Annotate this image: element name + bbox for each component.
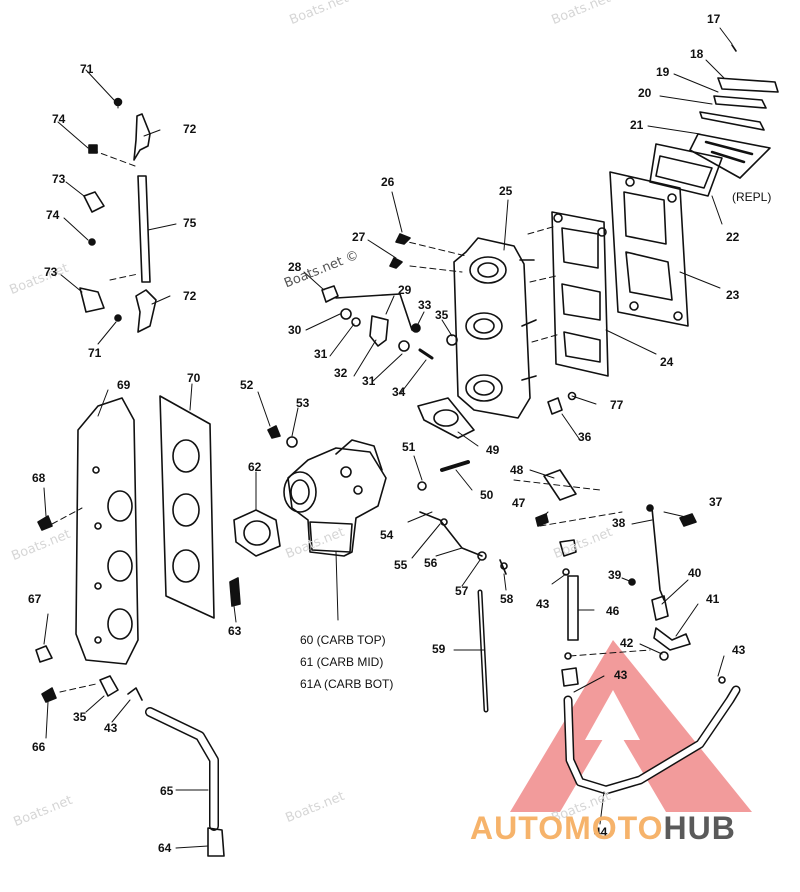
callout-17: 17 — [707, 12, 721, 26]
callout-68: 68 — [32, 471, 46, 485]
carburetor — [267, 425, 387, 621]
callout-75: 75 — [183, 216, 197, 230]
callout-39: 39 — [608, 568, 622, 582]
callout-31: 31 — [314, 347, 328, 361]
callout-65: 65 — [160, 784, 174, 798]
callout-21: 21 — [630, 118, 644, 132]
carb-flange-gasket — [229, 509, 281, 607]
callout-25: 25 — [499, 184, 513, 198]
callout-26: 26 — [381, 175, 395, 189]
callout-28: 28 — [288, 260, 302, 274]
callout-54: 54 — [380, 528, 394, 542]
brand-moto: MOTO — [564, 810, 664, 846]
callout-40: 40 — [688, 566, 702, 580]
brand-hub: HUB — [663, 810, 736, 846]
callout-71: 71 — [80, 62, 94, 76]
callout-59: 59 — [432, 642, 446, 656]
callout-43: 43 — [536, 597, 550, 611]
callout-77: 77 — [610, 398, 624, 412]
callout-71: 71 — [88, 346, 102, 360]
callout-41: 41 — [706, 592, 720, 606]
callout-35: 35 — [73, 710, 87, 724]
callout-72: 72 — [183, 122, 197, 136]
callout-62: 62 — [248, 460, 262, 474]
throttle-linkage-parts — [321, 285, 577, 415]
callout-31: 31 — [362, 374, 376, 388]
callout-52: 52 — [240, 378, 254, 392]
callout-53: 53 — [296, 396, 310, 410]
callout-30: 30 — [288, 323, 302, 337]
callout-49: 49 — [486, 443, 500, 457]
callout-74: 74 — [46, 208, 60, 222]
cover-gasket — [159, 395, 215, 619]
callout-18: 18 — [690, 47, 704, 61]
repl-note: (REPL) — [732, 190, 772, 204]
callout-36: 36 — [578, 430, 592, 444]
callout-64: 64 — [158, 841, 172, 855]
callout-29: 29 — [398, 283, 412, 297]
callout-43: 43 — [104, 721, 118, 735]
callout-34: 34 — [392, 385, 406, 399]
callout-58: 58 — [500, 592, 514, 606]
callout-74: 74 — [52, 112, 66, 126]
bypass-hose — [145, 707, 225, 857]
fuel-line-parts — [419, 504, 741, 795]
callout-51: 51 — [402, 440, 416, 454]
intake-cover — [75, 397, 139, 665]
callout-57: 57 — [455, 584, 469, 598]
callout-22: 22 — [726, 230, 740, 244]
automotohub-brand: AUTOMOTOHUB — [470, 810, 736, 847]
carb-gasket-and-studs — [417, 397, 601, 527]
callout-23: 23 — [726, 288, 740, 302]
carb-bot-note: 61A (CARB BOT) — [300, 677, 394, 691]
callout-72: 72 — [183, 289, 197, 303]
leader-lines — [43, 27, 733, 849]
callout-43: 43 — [732, 643, 746, 657]
callout-44: 44 — [594, 825, 608, 839]
callout-69: 69 — [117, 378, 131, 392]
callout-43: 43 — [614, 668, 628, 682]
callout-66: 66 — [32, 740, 46, 754]
carb-mid-note: 61 (CARB MID) — [300, 655, 384, 669]
reed-block-assembly — [551, 44, 779, 377]
callout-73: 73 — [52, 172, 66, 186]
carb-top-note: 60 (CARB TOP) — [300, 633, 386, 647]
callout-19: 19 — [656, 65, 670, 79]
callout-50: 50 — [480, 488, 494, 502]
callout-47: 47 — [512, 496, 526, 510]
callout-24: 24 — [660, 355, 674, 369]
intake-manifold — [389, 225, 561, 419]
callout-46: 46 — [606, 604, 620, 618]
callout-20: 20 — [638, 86, 652, 100]
callout-55: 55 — [394, 558, 408, 572]
brand-auto: AUTO — [470, 810, 565, 846]
callout-33: 33 — [418, 298, 432, 312]
callout-38: 38 — [612, 516, 626, 530]
callout-63: 63 — [228, 624, 242, 638]
callout-48: 48 — [510, 463, 524, 477]
callout-42: 42 — [620, 636, 634, 650]
callout-27: 27 — [352, 230, 366, 244]
callout-37: 37 — [709, 495, 723, 509]
callout-56: 56 — [424, 556, 438, 570]
callout-35: 35 — [435, 308, 449, 322]
callout-70: 70 — [187, 371, 201, 385]
linkage-assembly — [79, 97, 157, 333]
callout-67: 67 — [28, 592, 42, 606]
cover-fasteners — [35, 507, 143, 703]
callout-73: 73 — [44, 265, 58, 279]
callout-32: 32 — [334, 366, 348, 380]
